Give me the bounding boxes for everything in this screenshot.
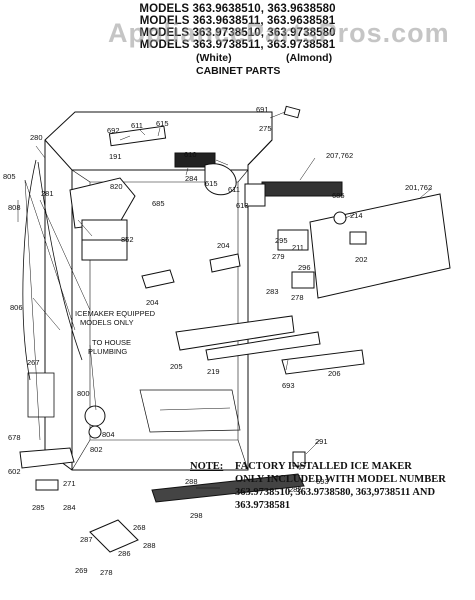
part-label: 207,762 — [326, 151, 353, 160]
part-label: 214 — [350, 211, 363, 220]
part-label: 800 — [77, 389, 90, 398]
part-label: 692 — [107, 126, 120, 135]
note-line-2: ONLY INCLUDED WITH MODEL NUMBER — [235, 474, 446, 485]
models-line-3: MODELS 363.9738510, 363.9738580 — [139, 27, 336, 39]
part-label: 805 — [3, 172, 16, 181]
part-label: 615 — [156, 119, 169, 128]
water-tubing — [22, 159, 83, 381]
part-label: 693 — [316, 477, 329, 486]
part-label: 278 — [291, 293, 304, 302]
part-label: 820 — [110, 182, 123, 191]
part-label: 205 — [170, 362, 183, 371]
part-label: 806 — [10, 303, 23, 312]
part-label: 808 — [8, 203, 21, 212]
part-label: 602 — [8, 467, 21, 476]
part-label: 678 — [8, 433, 21, 442]
white-label: (White) — [196, 52, 232, 64]
part-label: 267 — [27, 358, 40, 367]
note-line-3: 363.9738510, 363.9738580, 363,9738511 AN… — [235, 487, 436, 498]
leader-lines — [17, 111, 433, 489]
part-label: 204 — [217, 241, 230, 250]
plumbing-callout-2: PLUMBING — [88, 347, 127, 356]
part-label: 271 — [63, 479, 76, 488]
models-line-4: MODELS 363.9738511, 363.9738581 — [139, 39, 336, 51]
part-label: 852 — [121, 235, 134, 244]
part-label: 204 — [146, 298, 159, 307]
part-label: 288 — [143, 541, 156, 550]
part-label: 281 — [41, 189, 54, 198]
part-label: 284 — [185, 174, 198, 183]
part-label: 611 — [228, 185, 240, 194]
part-label: 201,762 — [405, 183, 432, 192]
part-label: 275 — [259, 124, 272, 133]
plumbing-callout-1: TO HOUSE — [92, 338, 131, 347]
part-label: 291 — [315, 437, 328, 446]
part-label: 269 — [75, 566, 88, 575]
part-label: 611 — [131, 121, 143, 130]
icemaker-callout-1: ICEMAKER EQUIPPED — [75, 309, 156, 318]
part-label: 691 — [256, 105, 269, 114]
note-line-1: FACTORY INSTALLED ICE MAKER — [235, 461, 412, 472]
note-label: NOTE: — [190, 461, 224, 472]
factory-note: NOTE: FACTORY INSTALLED ICE MAKER ONLY IN… — [190, 460, 475, 512]
part-label: 288 — [185, 477, 198, 486]
part-label: 685 — [332, 191, 345, 200]
part-label: 280 — [30, 133, 43, 142]
part-label: 693 — [282, 381, 295, 390]
models-line-1: MODELS 363.9638510, 363.9638580 — [139, 3, 336, 15]
cabinet-drawing — [44, 111, 273, 471]
almond-label: (Almond) — [286, 52, 333, 64]
part-label: 613 — [236, 201, 249, 210]
watermark: AppliancePartsPros.com — [108, 18, 450, 48]
part-label: 610 — [184, 150, 197, 159]
part-label: 278 — [100, 568, 113, 577]
part-label: 296 — [298, 263, 311, 272]
cabinet-parts-title: CABINET PARTS — [196, 65, 281, 77]
part-label: 283 — [266, 287, 279, 296]
note-line-4: 363.9738581 — [235, 500, 291, 511]
part-label: 219 — [207, 367, 220, 376]
part-label: 206 — [328, 369, 341, 378]
models-line-2: MODELS 363.9638511, 363.9638581 — [139, 15, 336, 27]
part-label: 284 — [63, 503, 76, 512]
part-label: 211 — [292, 243, 304, 252]
part-label: 685 — [152, 199, 165, 208]
part-label: 286 — [118, 549, 131, 558]
part-label: 295 — [275, 236, 288, 245]
part-label: 804 — [102, 430, 115, 439]
part-label: 615 — [205, 179, 218, 188]
icemaker-callout-2: MODELS ONLY — [80, 318, 134, 327]
part-label: 202 — [355, 255, 368, 264]
part-label: 285 — [32, 503, 45, 512]
freezer-components — [19, 105, 451, 553]
part-label: 282 — [289, 485, 302, 494]
part-label: 287 — [80, 535, 93, 544]
part-label: 268 — [133, 523, 146, 532]
part-label: 279 — [272, 252, 285, 261]
part-label: 298 — [190, 511, 203, 520]
part-label: 191 — [109, 152, 122, 161]
part-label: 802 — [90, 445, 103, 454]
